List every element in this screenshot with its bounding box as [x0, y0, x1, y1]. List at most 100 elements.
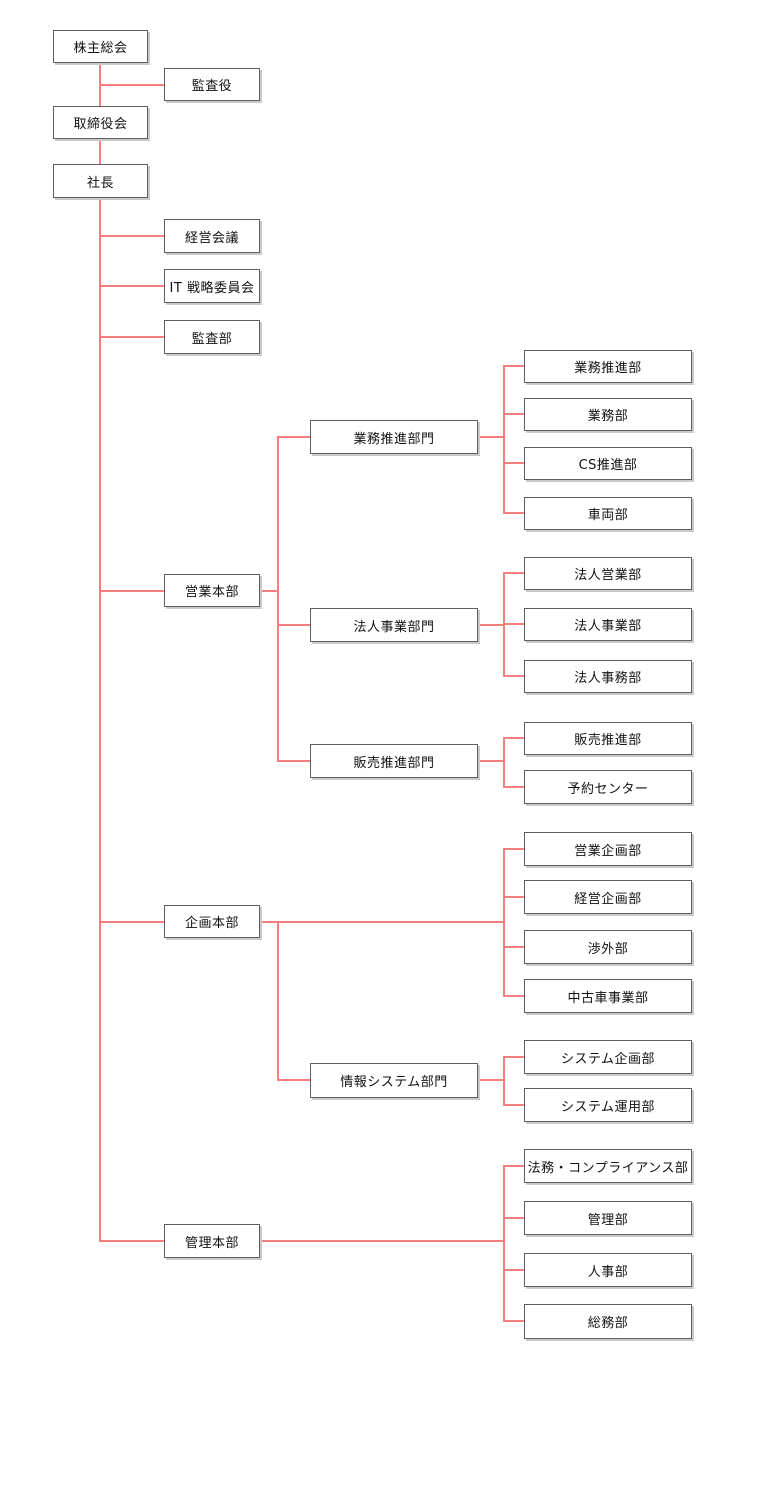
org-node-admin-dept: 管理部: [524, 1201, 692, 1235]
org-node-label: 情報システム部門: [340, 1075, 448, 1090]
org-node-label: 渉外部: [587, 941, 629, 957]
connector-line: [503, 848, 524, 850]
org-node-vehicle-dept: 車両部: [524, 497, 692, 530]
org-node-label: 業務推進部門: [353, 431, 435, 447]
connector-line: [503, 1217, 524, 1219]
connector-line: [503, 512, 524, 514]
org-node-external-affairs-dept: 渉外部: [524, 930, 692, 964]
connector-line: [503, 572, 524, 574]
org-node-label: 業務推進部: [574, 361, 642, 376]
org-node-info-systems-div: 情報システム部門: [310, 1063, 478, 1098]
connector-line: [99, 139, 101, 165]
connector-line: [99, 235, 164, 237]
connector-line: [277, 436, 279, 762]
org-node-sales-planning-dept: 営業企画部: [524, 832, 692, 866]
connector-line: [503, 462, 524, 464]
connector-line: [478, 624, 504, 626]
org-node-sales-promotion-div: 販売推進部門: [310, 744, 478, 778]
connector-line: [503, 1320, 524, 1322]
connector-line: [478, 1079, 504, 1081]
org-node-label: 販売推進部: [574, 733, 642, 748]
connector-line: [277, 624, 310, 626]
connector-line: [99, 336, 164, 338]
org-node-system-planning-dept: システム企画部: [524, 1040, 692, 1074]
connector-line: [503, 995, 524, 997]
org-node-label: 車両部: [587, 508, 629, 523]
org-node-shareholders-meeting: 株主総会: [53, 30, 148, 63]
connector-line: [99, 590, 164, 592]
org-node-label: 株主総会: [73, 41, 128, 56]
org-node-label: 総務部: [587, 1316, 629, 1331]
connector-line: [503, 1104, 524, 1106]
org-node-cs-promotion-dept: CS推進部: [524, 447, 692, 480]
connector-line: [503, 786, 524, 788]
org-node-label: 社長: [86, 175, 114, 191]
connector-line: [503, 1165, 505, 1322]
connector-line: [503, 1056, 524, 1058]
connector-line: [503, 737, 524, 739]
org-node-operations-dept: 業務部: [524, 398, 692, 431]
connector-line: [277, 1079, 310, 1081]
connector-line: [99, 84, 164, 86]
org-node-label: 法務・コンプライアンス部: [527, 1160, 689, 1176]
org-node-reservation-center: 予約センター: [524, 770, 692, 804]
connector-line: [503, 1165, 524, 1167]
org-node-label: 管理本部: [184, 1235, 239, 1251]
org-node-label: システム企画部: [560, 1051, 656, 1067]
org-node-label: 予約センター: [567, 781, 649, 797]
connector-line: [99, 285, 164, 287]
org-node-label: 法人営業部: [574, 568, 642, 583]
connector-line: [277, 436, 310, 438]
connector-line: [503, 946, 524, 948]
org-node-label: 営業本部: [184, 585, 239, 600]
org-node-label: 法人事業部: [574, 619, 642, 634]
org-node-audit-dept: 監査部: [164, 320, 260, 354]
org-node-planning-hq: 企画本部: [164, 905, 260, 938]
org-node-corporate-sales-dept: 法人営業部: [524, 557, 692, 590]
connector-line: [478, 760, 504, 762]
org-node-president: 社長: [53, 164, 148, 198]
org-node-label: 人事部: [587, 1264, 629, 1280]
org-node-used-car-business-dept: 中古車事業部: [524, 979, 692, 1013]
org-node-corporate-business-dept: 法人事業部: [524, 608, 692, 641]
connector-line: [503, 675, 524, 677]
org-node-system-operations-dept: システム運用部: [524, 1088, 692, 1122]
connector-line: [503, 413, 524, 415]
connector-line: [277, 760, 310, 762]
org-node-corporate-affairs-dept: 法人事務部: [524, 660, 692, 693]
org-node-admin-hq: 管理本部: [164, 1224, 260, 1258]
org-node-label: 営業企画部: [574, 843, 642, 859]
org-node-management-council: 経営会議: [164, 219, 260, 253]
org-node-label: CS推進部: [578, 458, 638, 473]
connector-line: [503, 365, 505, 514]
org-node-label: 管理部: [587, 1212, 629, 1228]
org-node-label: IT 戦略委員会: [169, 280, 255, 296]
connector-line: [503, 623, 524, 625]
connector-line: [503, 848, 505, 997]
org-node-corporate-business-div: 法人事業部門: [310, 608, 478, 642]
connector-line: [503, 737, 505, 788]
connector-line: [260, 1240, 505, 1242]
org-node-label: 業務部: [587, 409, 629, 424]
org-node-label: 販売推進部門: [353, 755, 435, 771]
connector-line: [260, 921, 505, 923]
org-node-label: 企画本部: [184, 916, 239, 931]
org-node-label: システム運用部: [560, 1099, 656, 1115]
connector-line: [503, 896, 524, 898]
org-node-audit-officer: 監査役: [164, 68, 260, 101]
org-node-label: 法人事業部門: [353, 619, 435, 635]
org-node-label: 監査役: [191, 79, 233, 94]
connector-line: [99, 921, 164, 923]
org-node-legal-compliance-dept: 法務・コンプライアンス部: [524, 1149, 692, 1183]
org-node-sales-hq: 営業本部: [164, 574, 260, 607]
org-node-it-strategy-committee: IT 戦略委員会: [164, 269, 260, 303]
org-node-sales-promotion-dept: 販売推進部: [524, 722, 692, 755]
org-node-board-of-directors: 取締役会: [53, 106, 148, 139]
org-node-label: 中古車事業部: [567, 990, 649, 1006]
connector-line: [277, 921, 279, 1081]
org-node-label: 監査部: [191, 331, 233, 347]
org-node-label: 経営企画部: [574, 891, 642, 907]
org-node-operations-promotion-div: 業務推進部門: [310, 420, 478, 454]
org-node-operations-promotion-dept: 業務推進部: [524, 350, 692, 383]
